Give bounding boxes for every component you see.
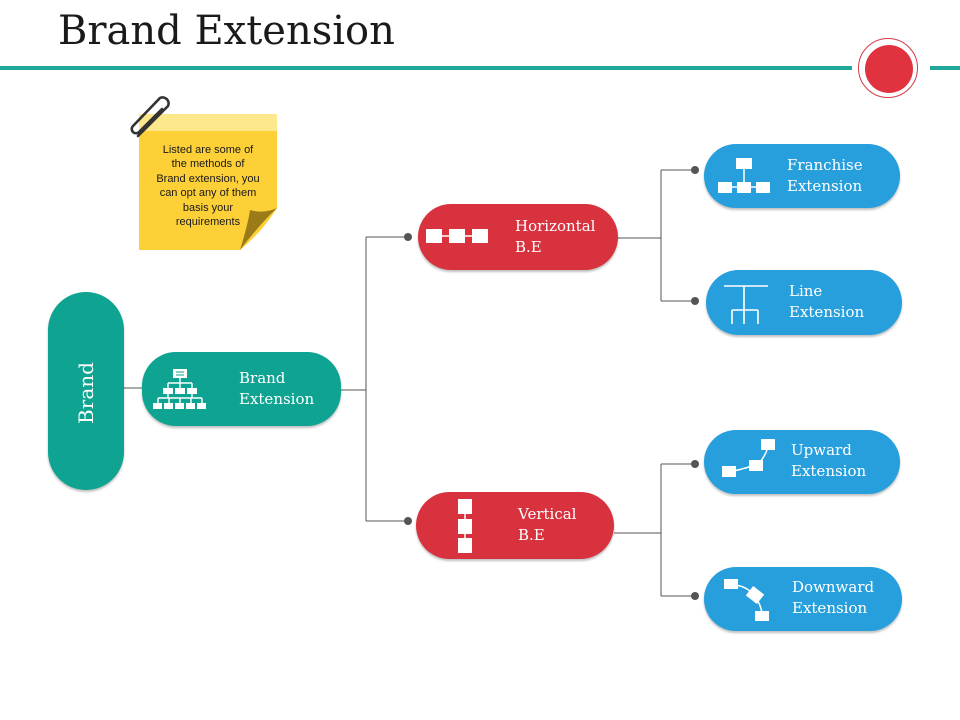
node-label-line2: B.E: [515, 238, 542, 256]
sticky-note: [139, 114, 277, 250]
node-label-line1: Downward: [792, 578, 875, 596]
node-label-line1: Brand: [239, 369, 286, 387]
line-tree-icon: [724, 285, 768, 324]
franchise-extension-node[interactable]: [704, 144, 900, 208]
downward-extension-node[interactable]: [704, 567, 902, 631]
note-line: can opt any of them: [159, 187, 257, 200]
node-label-line2: Extension: [792, 599, 868, 617]
brand-label: Brand: [74, 362, 98, 424]
node-label-line2: Extension: [239, 390, 315, 408]
franchise-tree-icon: [718, 158, 770, 193]
note-line: basis your: [182, 201, 234, 214]
node-label-line1: Franchise: [787, 156, 863, 174]
vertical-be-node[interactable]: [416, 492, 614, 559]
note-line: Listed are some of: [162, 144, 254, 156]
note-line: Brand extension, you: [156, 172, 260, 185]
upward-steps-icon: [722, 439, 775, 477]
upward-extension-node[interactable]: [704, 430, 900, 494]
node-label-line2: Extension: [787, 177, 863, 195]
node-label-line1: Horizontal: [515, 217, 596, 235]
red-circle-badge: [865, 45, 913, 93]
downward-steps-icon: [724, 579, 769, 621]
node-label-line1: Upward: [791, 441, 852, 459]
vertical-chain-icon: [458, 499, 472, 553]
horizontal-chain-icon: [426, 229, 488, 243]
node-label-line2: Extension: [789, 303, 865, 321]
paperclip-icon: [130, 96, 170, 138]
note-line: requirements: [175, 216, 241, 228]
org-chart-icon: [153, 369, 206, 409]
node-label-line1: Line: [789, 282, 823, 300]
note-line: the methods of: [171, 158, 245, 171]
node-label-line2: B.E: [518, 526, 545, 544]
title-divider: [0, 66, 852, 70]
title-divider-end: [930, 66, 960, 70]
line-extension-node[interactable]: [706, 270, 902, 335]
brand-node[interactable]: [48, 292, 124, 490]
node-label-line1: Vertical: [518, 505, 577, 523]
page-title: Brand Extension: [58, 8, 395, 54]
node-label-line2: Extension: [791, 462, 867, 480]
